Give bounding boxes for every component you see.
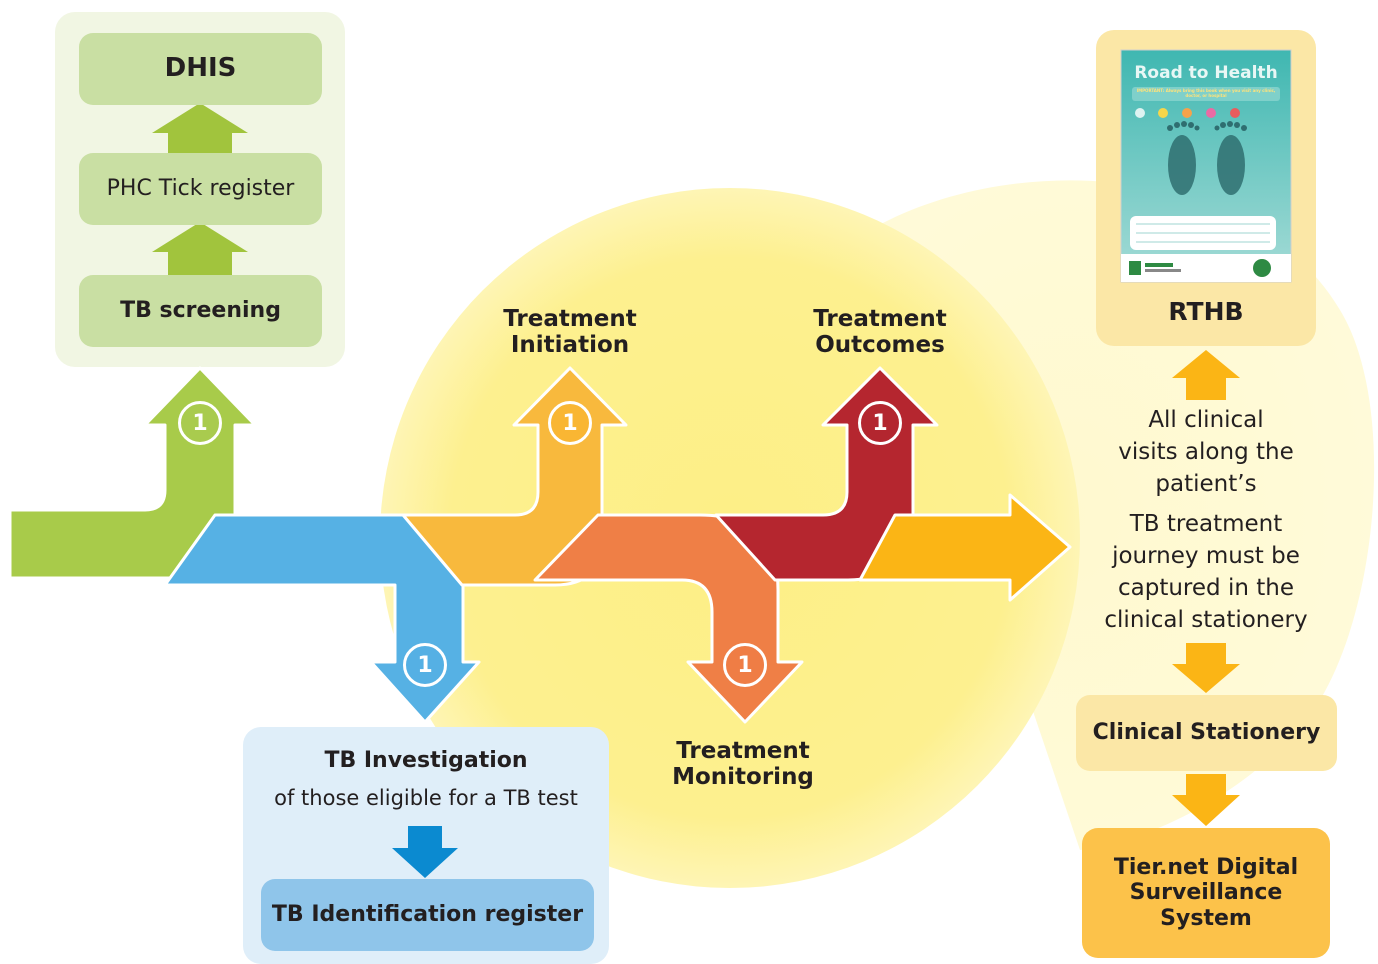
- badge-monitoring: 1: [723, 643, 767, 687]
- tb-investigation-title: TB Investigation: [324, 748, 528, 773]
- treatment-monitoring-label: Treatment Monitoring: [643, 738, 843, 791]
- clinical-stationery-label: Clinical Stationery: [1092, 720, 1321, 746]
- phc-tick-register-label: PHC Tick register: [106, 176, 295, 202]
- rthb-booklet-image: [1120, 49, 1292, 283]
- tiernet-box: Tier.net Digital Surveillance System: [1082, 828, 1330, 958]
- dhis-label: DHIS: [164, 53, 237, 84]
- tb-identification-register-label: TB Identification register: [271, 902, 584, 928]
- tb-screening-label: TB screening: [120, 298, 281, 324]
- treatment-outcomes-line1: Treatment: [813, 306, 947, 332]
- up-arrow-icon: [1172, 350, 1240, 400]
- treatment-monitoring-line2: Monitoring: [672, 764, 814, 791]
- rthb-booklet-title: Road to Health: [1134, 63, 1278, 83]
- badge-screening: 1: [178, 401, 222, 445]
- up-arrow-icon: [152, 103, 248, 157]
- clinical-stationery-box: Clinical Stationery: [1076, 695, 1337, 771]
- tiernet-line1: Tier.net Digital: [1113, 855, 1299, 881]
- badge-investigation: 1: [403, 643, 447, 687]
- arrow-to-rthb-flow: [858, 493, 1072, 602]
- down-arrow-icon: [1172, 643, 1240, 693]
- clinical-note-line4: TB treatment: [1129, 511, 1283, 537]
- up-arrow-icon: [152, 222, 248, 275]
- treatment-initiation-line1: Treatment: [503, 306, 637, 332]
- clinical-note-line1: All clinical: [1148, 407, 1264, 433]
- tb-investigation-subtitle: of those eligible for a TB test: [274, 786, 578, 810]
- treatment-outcomes-line2: Outcomes: [815, 332, 945, 359]
- down-arrow-icon: [1172, 774, 1240, 826]
- clinical-capture-note: All clinical visits along the patient’s …: [1080, 404, 1332, 636]
- rthb-label: RTHB: [1168, 297, 1244, 326]
- tiernet-line2: Surveillance: [1129, 880, 1283, 906]
- clinical-note-line6: captured in the: [1118, 575, 1294, 601]
- phc-tick-register-box: PHC Tick register: [79, 153, 322, 225]
- tb-identification-register-box: TB Identification register: [261, 879, 594, 951]
- treatment-initiation-label: Treatment Initiation: [470, 306, 670, 359]
- dhis-box: DHIS: [79, 33, 322, 105]
- clinical-note-line3: patient’s: [1155, 471, 1257, 497]
- tb-screening-box: TB screening: [79, 275, 322, 347]
- tiernet-line3: System: [1160, 905, 1252, 931]
- treatment-outcomes-label: Treatment Outcomes: [780, 306, 980, 359]
- badge-outcomes: 1: [858, 401, 902, 445]
- down-arrow-icon: [392, 826, 458, 878]
- clinical-note-line5: journey must be: [1112, 543, 1300, 569]
- treatment-monitoring-line1: Treatment: [676, 738, 810, 764]
- treatment-initiation-line2: Initiation: [510, 332, 630, 359]
- clinical-note-line2: visits along the: [1118, 439, 1294, 465]
- badge-initiation: 1: [548, 401, 592, 445]
- clinical-note-line7: clinical stationery: [1104, 607, 1308, 633]
- rthb-booklet-notice: IMPORTANT: Always bring this book when y…: [1136, 88, 1276, 99]
